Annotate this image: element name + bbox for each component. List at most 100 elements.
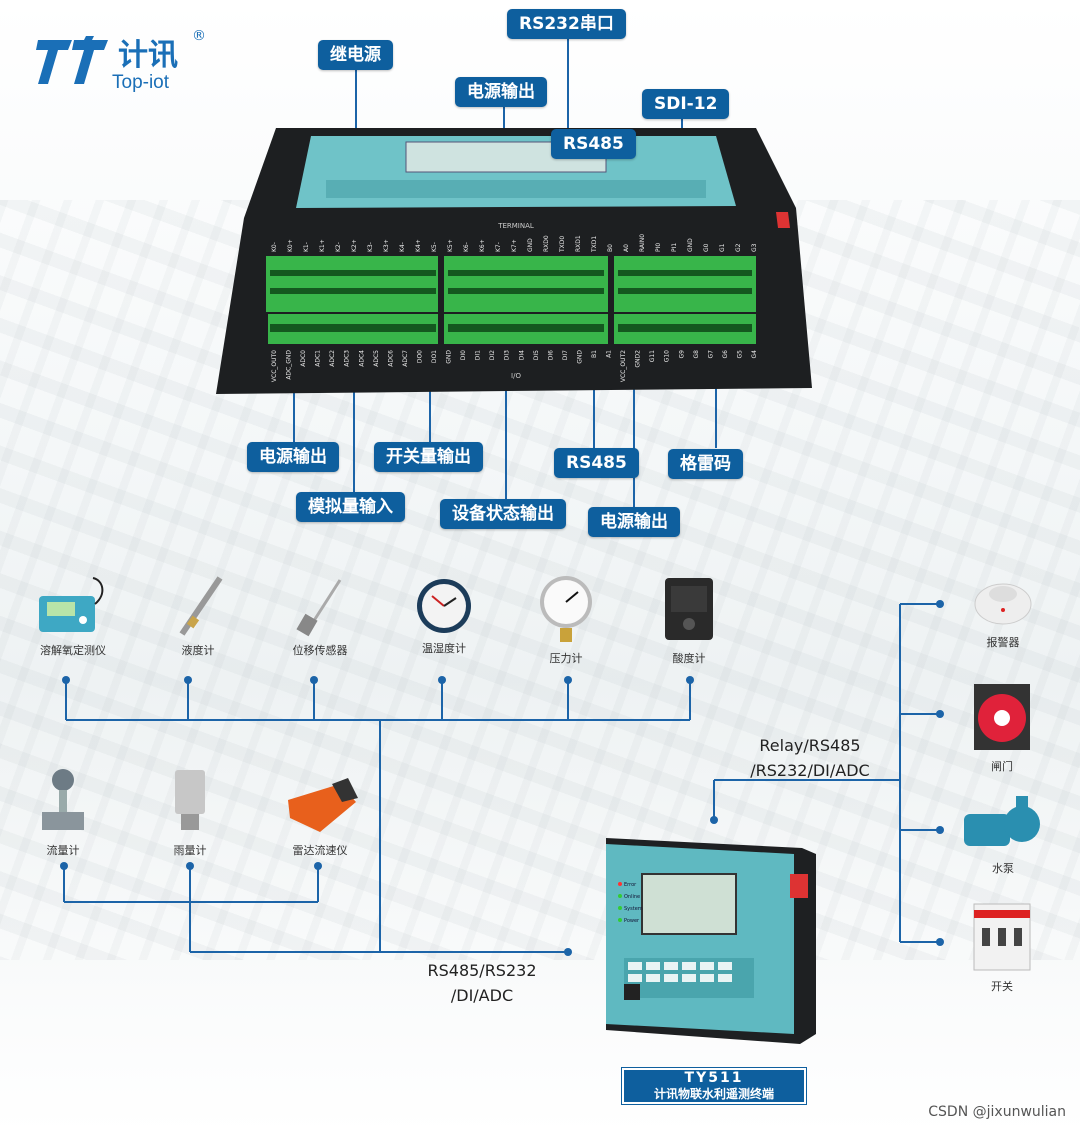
pressure-gauge-icon [540,576,592,642]
top-pin-label: K6- [463,242,470,252]
bottom-pin-label: ADC6 [387,350,394,367]
bottom-pin-label: ADC5 [373,350,380,367]
actuator-label: 水泵 [992,862,1014,875]
callout-power-out-left: 电源输出 [247,442,339,472]
callout-rs485-top: RS485 [551,129,636,159]
bottom-pin-label: G9 [678,350,685,359]
actuator-gate: 闸门 [964,680,1040,774]
thermo-hygrometer-icon [417,579,471,633]
radar-velocimeter-icon [288,778,358,832]
sensor-rain-gauge: 雨量计 [158,766,222,858]
top-pin-label: TXD1 [591,236,598,253]
rtu-device-image: TERMINAL I/O [216,128,812,394]
bottom-pin-label: GND [446,350,453,364]
top-pin-label: A0 [623,244,630,252]
circuit-breaker-icon [973,903,1031,971]
ty511-led-system: System [624,906,643,912]
top-pin-label: K2+ [351,239,358,252]
bottom-pin-label: G8 [693,350,700,359]
flow-meter-icon [42,769,84,830]
top-pin-label: K4+ [415,239,422,252]
top-pin-label: G3 [751,243,758,252]
rain-gauge-icon [175,770,205,830]
top-pin-label: TXD0 [559,236,566,253]
top-pin-label: K5+ [447,239,454,252]
top-pin-label: GND [687,238,694,252]
left-bus-label-line1: RS485/RS232 [427,961,537,980]
top-pin-label: K7- [495,242,502,252]
level-gauge-icon [179,576,223,636]
ty511-model: TY511 [684,1070,744,1086]
sensor-level-gauge: 液度计 [160,574,236,658]
sensor-label: 位移传感器 [292,644,348,657]
top-pin-label: K3- [367,242,374,252]
alarm-icon [974,583,1032,625]
actuator-circuit-breaker: 开关 [966,900,1038,994]
callout-analog-in: 模拟量输入 [296,492,405,522]
bottom-pin-label: DI4 [518,350,525,360]
top-pin-label: K2- [335,242,342,252]
sensor-label: 雨量计 [173,844,207,857]
sensor-label: 雷达流速仪 [292,844,348,857]
bottom-pin-label: DI1 [475,350,482,360]
top-pin-label: RXD0 [543,235,550,252]
top-pin-label: B0 [607,244,614,252]
svg-text:TERMINAL: TERMINAL [497,222,534,230]
svg-text:I/O: I/O [511,372,521,380]
gate-icon [974,684,1030,750]
top-pin-label: RXD1 [575,235,582,252]
watermark: CSDN @jixunwulian [928,1104,1066,1120]
bottom-pin-label: G10 [664,350,671,362]
bottom-pin-label: DO0 [416,350,423,363]
bottom-pin-label: DO1 [431,350,438,363]
top-pin-label: PI0 [655,243,662,252]
top-pin-label: PI1 [671,243,678,252]
logo-cn-text: 计讯 [118,38,178,73]
sensor-label: 压力计 [549,652,583,665]
callout-switch-out: 开关量输出 [374,442,483,472]
sensor-thermo-hygrometer: 温湿度计 [404,576,484,656]
top-pin-label: G2 [735,243,742,252]
brand-logo: 计讯 ® Top-iot [36,28,216,98]
top-pin-label: GND [527,238,534,252]
ty511-model-label: TY511 计讯物联水利遥测终端 [622,1068,806,1104]
bottom-pin-label: G6 [722,350,729,359]
bottom-pin-label: DI3 [504,350,511,360]
bottom-pin-label: GND2 [635,350,642,368]
ty511-led-error: Error [624,882,637,888]
top-pin-label: K0+ [287,239,294,252]
bottom-pin-label: DI6 [547,350,554,360]
ty511-led-power: Power [624,918,640,924]
top-pin-label: K3+ [383,239,390,252]
sensor-label: 流量计 [46,844,80,857]
callout-power-out-right: 电源输出 [588,507,680,537]
top-pin-label: K0- [271,242,278,252]
callout-gray-code: 格雷码 [668,449,743,479]
callout-relay-power: 继电源 [318,40,393,70]
top-pin-label: K5- [431,242,438,252]
bottom-pin-label: ADC4 [358,350,365,367]
top-pin-label: G1 [719,243,726,252]
right-bus-label-line2: /RS232/DI/ADC [750,761,870,780]
bottom-pin-label: GND [576,350,583,364]
actuator-label: 闸门 [991,760,1013,773]
sensor-dissolved-oxygen: 溶解氧定测仪 [28,574,118,658]
logo-mark-icon [36,36,108,84]
bottom-pin-label: ADC3 [344,350,351,367]
sensor-radar-velocimeter: 雷达流速仪 [270,772,370,858]
bottom-pin-label: ADC1 [315,350,322,367]
top-pin-label: K4- [399,242,406,252]
bottom-pin-label: G7 [707,350,714,359]
actuator-label: 报警器 [986,636,1020,649]
actuator-alarm: 报警器 [966,570,1040,650]
callout-device-status: 设备状态输出 [440,499,566,529]
top-pin-label: K1- [303,242,310,252]
sensor-label: 酸度计 [672,652,706,665]
actuator-label: 开关 [991,980,1013,993]
callout-sdi12: SDI-12 [642,89,730,119]
right-bus-label-line1: Relay/RS485 [759,736,861,755]
bottom-pin-label: ADC0 [300,350,307,367]
terminal-pin-labels: K0-K0+K1-K1+K2-K2+K3-K3+K4-K4+K5-K5+K6-K… [271,234,758,382]
callout-power-out-top: 电源输出 [455,77,547,107]
sensor-displacement: 位移传感器 [280,574,360,658]
